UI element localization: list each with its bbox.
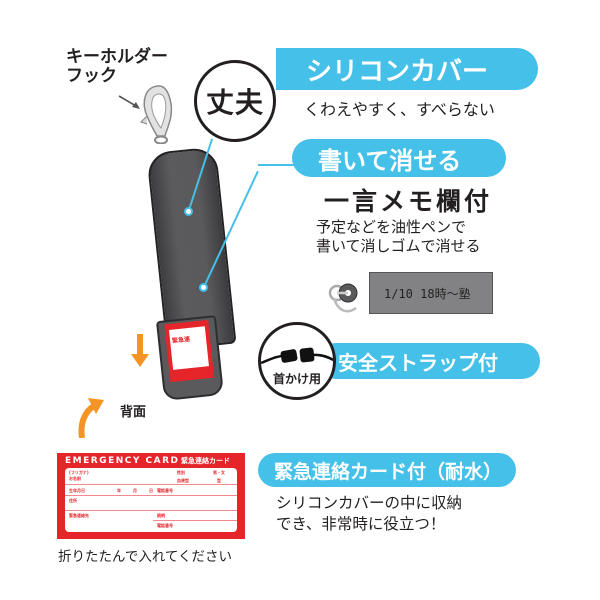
feature-writable-heading: 一言メモ欄付 — [324, 187, 493, 216]
feature-card-desc: シリコンカバーの中に収納 でき、非常時に役立つ！ — [276, 494, 463, 533]
leader-dot-memo — [199, 283, 208, 292]
leader-dot-silicone — [184, 207, 193, 216]
feature-writable-title: 書いて消せる — [292, 139, 506, 177]
keyholder-label-line2: フック — [66, 66, 117, 86]
inner-case: 緊急連 — [155, 315, 225, 401]
back-side-label: 背面 — [120, 405, 147, 420]
feature-silicone-title: シリコンカバー — [276, 48, 538, 90]
emergency-card: EMERGENCY CARD 緊急連絡カード (フリガナ) お名前 性別 男・女… — [57, 453, 245, 539]
emergency-card-title-en: EMERGENCY CARD — [65, 456, 180, 466]
down-arrow-icon — [131, 334, 149, 367]
emergency-card-form: (フリガナ) お名前 性別 男・女 血液型 型 生年月日 年 月 日 電話番号 … — [65, 468, 237, 532]
strap-badge: 首かけ用 — [258, 322, 336, 400]
inner-card-preview: 緊急連 — [164, 319, 215, 383]
memo-tag: 1/10 18時〜塾 — [369, 272, 493, 314]
keyholder-label-line1: キーホルダー — [66, 47, 168, 67]
keyholder-label: キーホルダー フック — [66, 48, 168, 86]
feature-card-title: 緊急連絡カード付（耐水） — [258, 453, 516, 487]
sturdy-badge-label: 丈夫 — [205, 86, 264, 119]
strap-badge-label: 首かけ用 — [272, 372, 321, 386]
emergency-card-title-jp: 緊急連絡カード — [181, 457, 230, 465]
sturdy-badge: 丈夫 — [194, 60, 276, 142]
carabiner-hook-icon — [140, 85, 173, 144]
breakaway-clasp-icon — [261, 347, 333, 365]
emergency-card-caption: 折りたたんで入れてください — [58, 549, 233, 565]
feature-strap-title: 安全ストラップ付 — [318, 343, 540, 379]
feature-writable-desc: 予定などを油性ペンで 書いて消しゴムで消せる — [316, 218, 481, 255]
memo-tag-ring-icon — [328, 283, 358, 313]
leader-line-memo-h — [258, 164, 294, 166]
memo-tag-text: 1/10 18時〜塾 — [384, 286, 471, 301]
pointer-arrow-icon — [118, 95, 140, 109]
feature-silicone-subtitle: くわえやすく、すべらない — [304, 100, 495, 119]
curved-up-arrow-icon — [78, 398, 104, 438]
